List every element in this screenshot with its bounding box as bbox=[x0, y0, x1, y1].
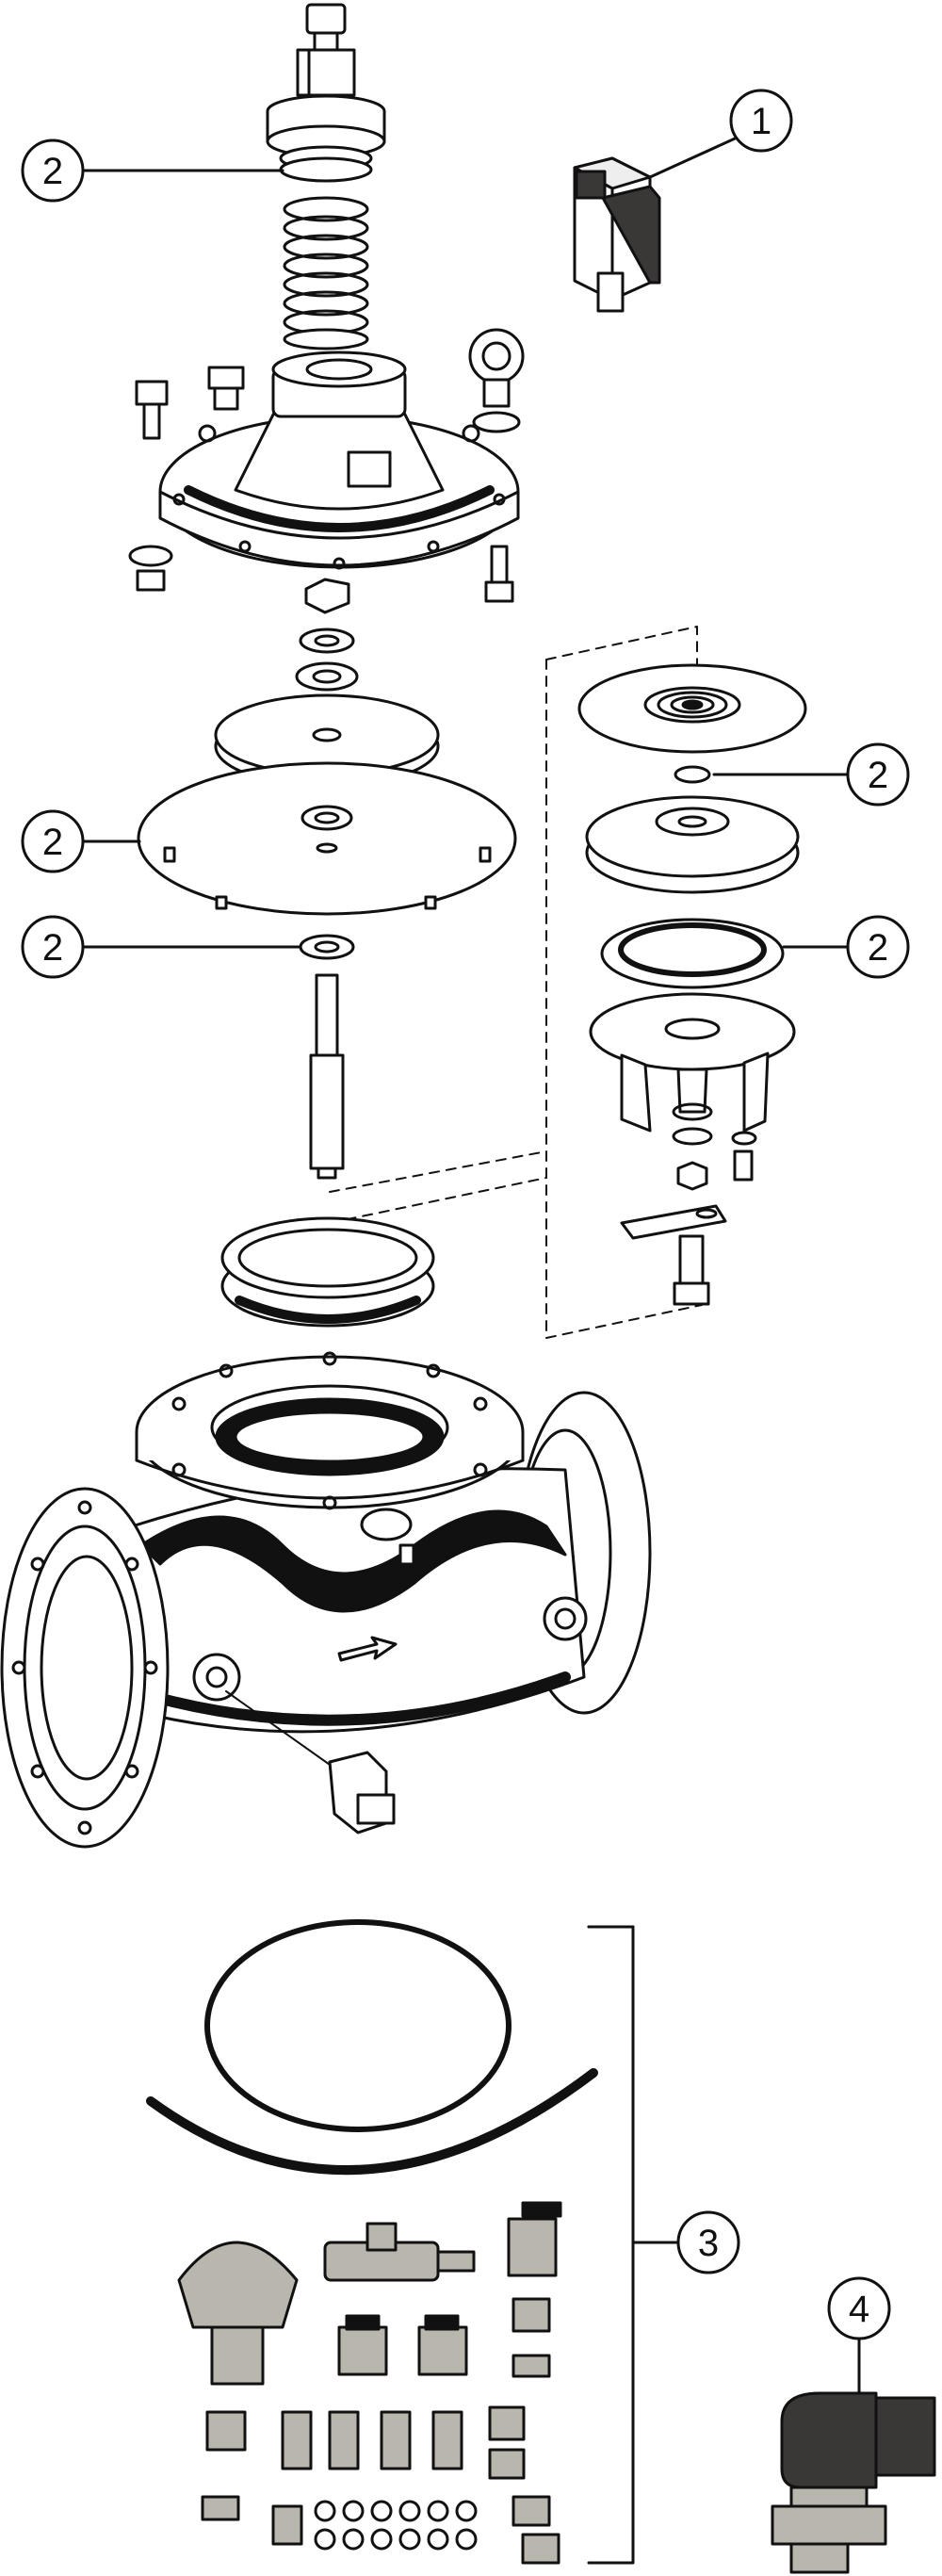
tubing-coil-icon bbox=[146, 1919, 598, 2176]
callout-2 bbox=[21, 139, 85, 203]
solenoid-valve-icon bbox=[771, 2391, 936, 2574]
valve-body-icon bbox=[0, 1351, 652, 1849]
fastener-group-icon bbox=[620, 1102, 757, 1306]
diaphragm-icon bbox=[137, 761, 517, 916]
seal-ring-icon bbox=[600, 918, 785, 989]
callout-label: 2 bbox=[868, 927, 888, 969]
callout-3 bbox=[676, 2210, 740, 2274]
pilot-fitting-icon bbox=[225, 1690, 396, 1834]
o-ring-icon bbox=[674, 765, 711, 784]
callout-1 bbox=[729, 89, 793, 153]
callout-label: 2 bbox=[868, 755, 888, 796]
callout-2 bbox=[846, 742, 910, 807]
diaphragm-alt-icon bbox=[577, 663, 807, 754]
callout-4 bbox=[827, 2276, 891, 2340]
seat-ring-icon bbox=[220, 1216, 435, 1328]
bonnet-stem-icon bbox=[266, 3, 386, 183]
bonnet-cover-icon bbox=[158, 351, 520, 570]
solenoid-pilot-icon bbox=[573, 156, 661, 313]
disc-holder-icon bbox=[589, 992, 796, 1133]
spring-icon bbox=[283, 196, 369, 351]
callout-2 bbox=[21, 809, 85, 873]
callout-label: 2 bbox=[42, 822, 63, 863]
callout-label: 3 bbox=[698, 2223, 719, 2264]
callout-2 bbox=[21, 915, 85, 979]
washer-stack-icon bbox=[295, 578, 359, 692]
piston-plate-icon bbox=[585, 795, 800, 894]
callout-label: 1 bbox=[751, 101, 771, 142]
callout-label: 2 bbox=[42, 151, 63, 192]
callout-label: 2 bbox=[42, 927, 63, 969]
callout-label: 4 bbox=[849, 2289, 869, 2330]
fittings-kit-icon bbox=[177, 2201, 562, 2565]
callout-2 bbox=[846, 915, 910, 979]
washer-icon bbox=[299, 934, 355, 960]
kit-bracket-line bbox=[587, 1925, 635, 2565]
valve-stem-icon bbox=[309, 973, 345, 1180]
bolt-icon bbox=[128, 328, 525, 603]
